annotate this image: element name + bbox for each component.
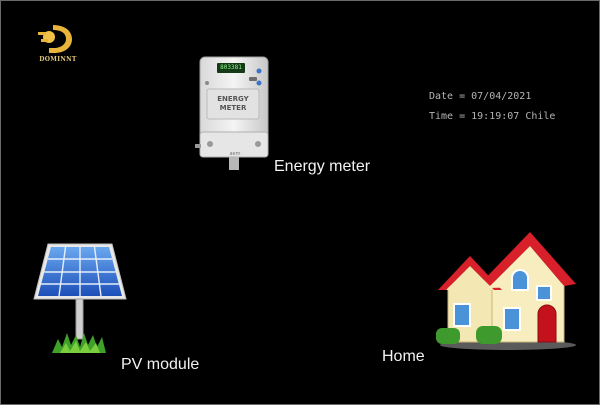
logo-mark-icon [38,25,72,53]
meter-title-line1: ENERGY [217,95,249,103]
pv-module [30,241,130,357]
energy-meter: 803381 ENERGY METER aem [195,56,273,171]
meter-display: 803381 [220,64,242,71]
meter-title-line2: METER [219,104,247,112]
house-icon [436,232,576,350]
energy-meter-label: Energy meter [274,158,371,175]
solar-panel-icon [33,243,127,353]
date-readout: Date = 07/04/2021 [429,91,532,102]
meter-brand: aem [229,151,241,157]
logo-text: DOMINNT [39,56,77,63]
home [436,228,578,350]
time-readout: Time = 19:19:07 Chile [429,111,556,122]
home-label: Home [382,348,425,365]
brand-logo: DOMINNT [36,22,80,66]
pv-module-label: PV module [121,356,200,373]
energy-meter-icon [195,56,269,170]
